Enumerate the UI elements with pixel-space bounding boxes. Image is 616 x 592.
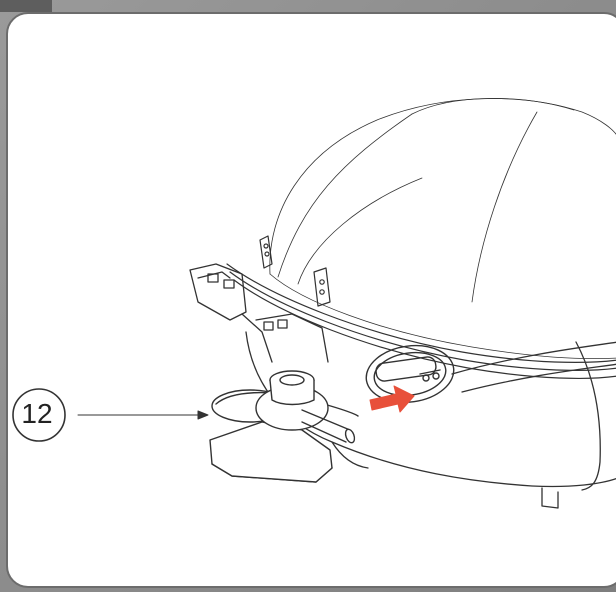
grill-lid <box>269 98 616 359</box>
callout-12 <box>12 388 209 442</box>
illustration-panel <box>6 12 616 588</box>
regulator-valve <box>209 370 359 483</box>
frame-tab <box>0 0 52 12</box>
lid-rim <box>226 263 616 379</box>
gas-inlet-receptacle <box>365 344 455 404</box>
hinge-bracket-right <box>313 267 331 307</box>
grill-illustration <box>12 98 616 509</box>
side-handle-block <box>189 263 329 363</box>
insertion-arrow <box>369 385 415 413</box>
callout-number: 12 <box>21 398 53 429</box>
hinge-bracket-left <box>259 235 273 269</box>
